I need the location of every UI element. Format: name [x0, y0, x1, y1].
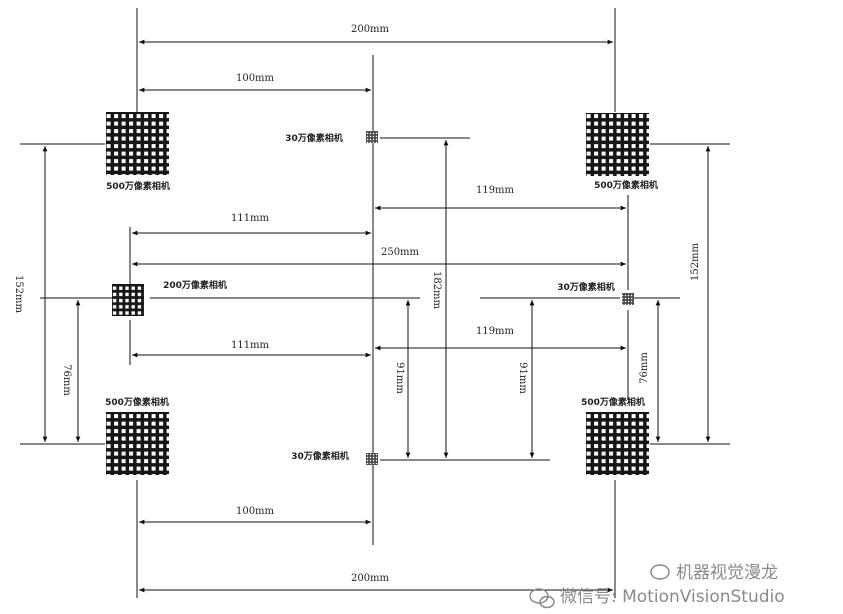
watermark-account: 机器视觉漫龙 — [676, 563, 778, 583]
dim-label-right-119-lower: 119mm — [476, 326, 515, 337]
dim-label-right-76: 76mm — [639, 352, 650, 384]
dim-label-mid-91-left: 91mm — [394, 362, 405, 394]
label-camera-bottom-left: 500万像素相机 — [105, 396, 169, 408]
camera-5mp-bottom-right — [586, 412, 649, 475]
camera-labels: 500万像素相机 500万像素相机 500万像素相机 500万像素相机 30万像… — [105, 132, 658, 462]
wechat-icon — [529, 564, 670, 609]
label-camera-bottom-right: 500万像素相机 — [581, 396, 645, 408]
watermark: 机器视觉漫龙 微信号: MotionVisionStudio — [529, 563, 785, 609]
dim-label-mid-91-right: 91mm — [517, 362, 528, 394]
dim-label-left-76: 76mm — [61, 364, 72, 396]
dim-label-mid-250: 250mm — [381, 247, 420, 258]
camera-5mp-bottom-left — [106, 412, 169, 475]
label-camera-top-right: 500万像素相机 — [594, 179, 658, 191]
label-camera-top-left: 500万像素相机 — [106, 180, 170, 192]
camera-2mp-left — [112, 284, 144, 316]
label-camera-center-bottom: 30万像素相机 — [291, 450, 349, 462]
label-camera-center-top: 30万像素相机 — [285, 132, 343, 144]
camera-03mp-right — [622, 293, 634, 305]
dimension-arrows — [42, 39, 711, 593]
dim-label-top-200: 200mm — [351, 24, 390, 35]
dim-label-top-100: 100mm — [236, 73, 275, 84]
label-camera-right-mid: 30万像素相机 — [557, 281, 615, 293]
dimension-labels: 200mm 100mm 119mm 111mm 250mm 119mm 111m… — [13, 24, 701, 584]
dim-label-right-152: 152mm — [690, 242, 701, 281]
watermark-id: 微信号: MotionVisionStudio — [560, 587, 785, 607]
dim-label-bottom-200: 200mm — [351, 573, 390, 584]
dim-label-right-119-upper: 119mm — [476, 185, 515, 196]
dim-label-left-111-lower: 111mm — [231, 340, 270, 351]
camera-03mp-center-top — [366, 131, 378, 143]
camera-5mp-top-left — [106, 112, 169, 175]
dim-label-left-152: 152mm — [13, 275, 24, 314]
dim-label-mid-182: 182mm — [431, 271, 442, 310]
dim-label-left-111-upper: 111mm — [231, 213, 270, 224]
camera-5mp-top-right — [586, 113, 649, 176]
label-camera-left-mid: 200万像素相机 — [163, 279, 227, 291]
camera-03mp-center-bottom — [366, 453, 378, 465]
dim-label-bottom-100: 100mm — [236, 506, 275, 517]
